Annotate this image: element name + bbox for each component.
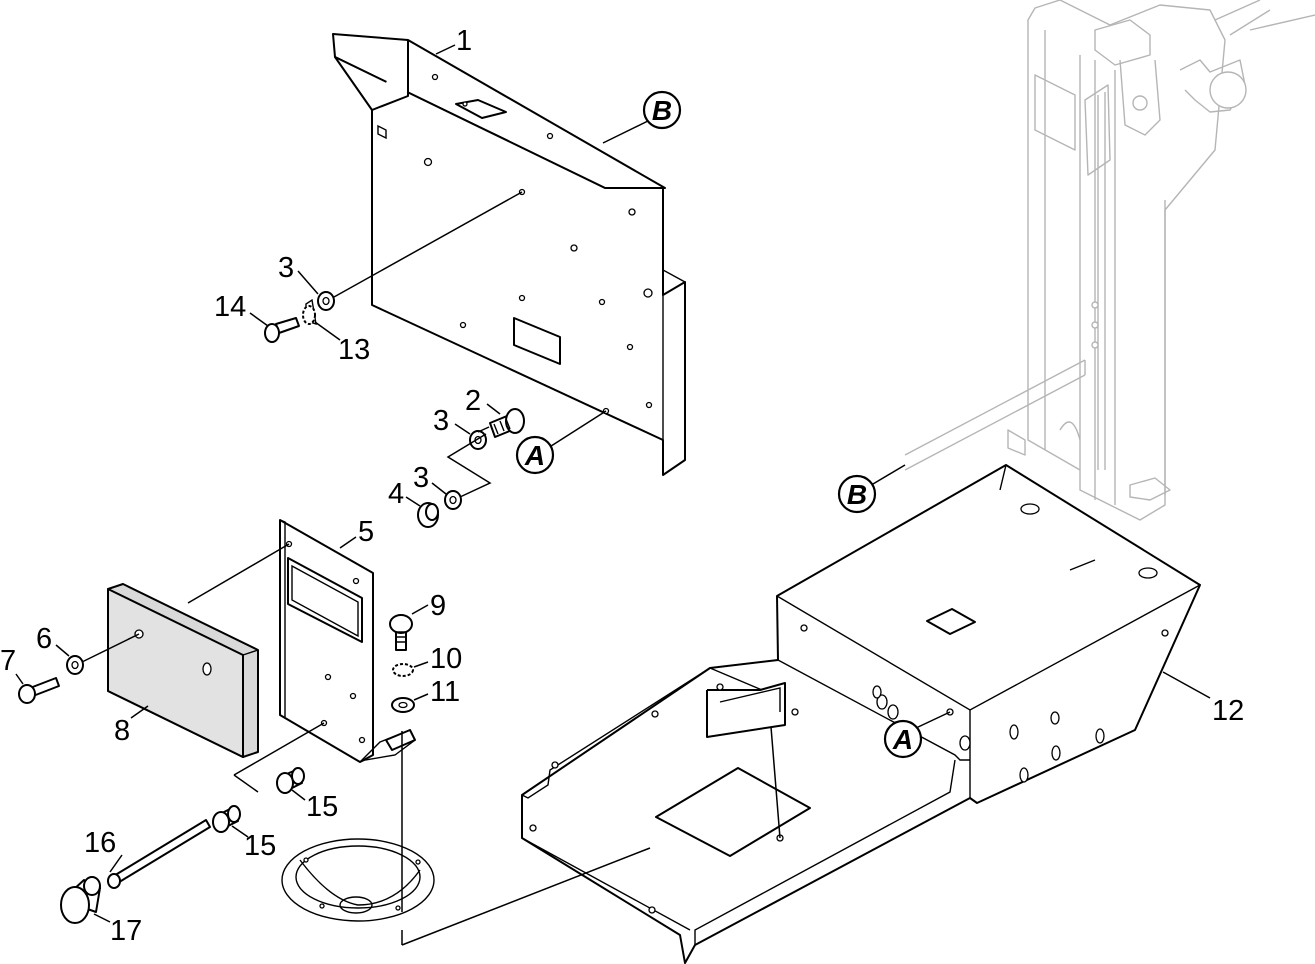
- label-part-17: 17: [110, 915, 142, 947]
- label-part-10: 10: [430, 643, 462, 675]
- label-part-7: 7: [0, 645, 16, 677]
- callout-b-top: B: [642, 90, 682, 130]
- label-part-16: 16: [84, 827, 116, 859]
- callout-a-right: A: [883, 719, 923, 759]
- callout-b-right: B: [837, 474, 877, 514]
- label-part-2: 2: [465, 385, 481, 417]
- part-number-labels: 1 3 14 13 2 3 3 4 5 9 6 10 7 11 12 8 15 …: [0, 25, 1244, 947]
- label-part-14: 14: [214, 291, 246, 323]
- callout-a-mid: A: [515, 435, 555, 475]
- label-part-15-upper: 15: [306, 791, 338, 823]
- round-dish-part: [281, 838, 435, 922]
- part-8-block: [107, 583, 259, 758]
- fasteners-left: [18, 655, 84, 704]
- fasteners-right-column: [389, 614, 415, 713]
- label-part-3-upper: 3: [278, 252, 294, 284]
- label-part-9: 9: [430, 590, 446, 622]
- fasteners-upper: [264, 291, 335, 343]
- label-part-12: 12: [1212, 695, 1244, 727]
- label-part-8: 8: [114, 715, 130, 747]
- label-part-15-lower: 15: [244, 830, 276, 862]
- part-1-bracket-panel: [332, 33, 686, 476]
- label-part-4: 4: [388, 478, 404, 510]
- callout-b-right-label: B: [847, 479, 867, 510]
- label-part-13: 13: [338, 334, 370, 366]
- callout-a-mid-label: A: [524, 440, 545, 471]
- label-part-6: 6: [36, 623, 52, 655]
- assembly-guide-lines: [81, 119, 951, 946]
- ghost-column-assembly: [904, 0, 1315, 521]
- label-part-3-lower: 3: [413, 462, 429, 494]
- callout-b-top-label: B: [652, 95, 672, 126]
- label-part-5: 5: [358, 516, 374, 548]
- label-part-11: 11: [430, 676, 460, 708]
- part-12-base-frame: [521, 464, 1201, 964]
- callout-a-right-label: A: [892, 724, 913, 755]
- label-part-1: 1: [456, 25, 472, 57]
- part-number-leaders: [15, 44, 1211, 923]
- parts-15-16-17: [60, 767, 305, 924]
- label-part-3-middle: 3: [433, 405, 449, 437]
- part-5-mounting-plate: [279, 519, 416, 763]
